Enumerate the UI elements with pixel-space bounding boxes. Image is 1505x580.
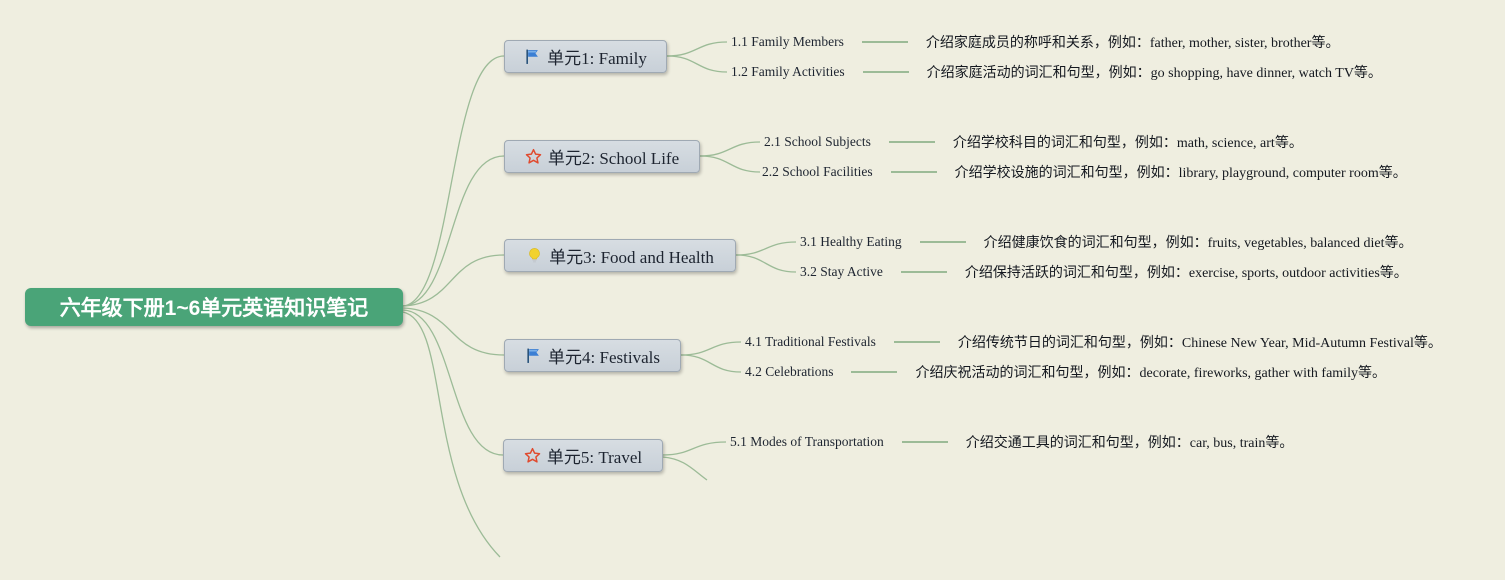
unit-title: 单元1: Family xyxy=(547,49,647,68)
child-topic-label[interactable]: 2.1 School Subjects xyxy=(764,134,871,149)
child-topic: 1.1 Family Members 介绍家庭成员的称呼和关系，例如：fathe… xyxy=(731,32,1339,52)
unit-title: 单元2: School Life xyxy=(547,149,680,168)
child-desc[interactable]: 介绍学校科目的词汇和句型，例如：math, science, art等。 xyxy=(952,136,1303,151)
flag-icon xyxy=(524,48,541,65)
unit-title: 单元3: Food and Health xyxy=(549,248,714,267)
connector-dash xyxy=(888,141,935,143)
child-topic-label[interactable]: 2.2 School Facilities xyxy=(762,164,873,179)
unit-node-3[interactable]: 单元3: Food and Health xyxy=(504,239,736,272)
unit-title: 单元4: Festivals xyxy=(548,348,660,367)
connector-root-unit1 xyxy=(402,55,505,307)
connector-dash xyxy=(861,41,908,43)
child-topic-label[interactable]: 3.2 Stay Active xyxy=(800,264,883,279)
lightbulb-icon xyxy=(526,247,543,264)
connector-root-unit5 xyxy=(402,309,504,456)
child-topic-label[interactable]: 5.1 Modes of Transportation xyxy=(730,434,884,449)
unit-node-2[interactable]: 单元2: School Life xyxy=(504,140,700,173)
unit-node-5[interactable]: 单元5: Travel xyxy=(503,439,663,472)
root-node[interactable]: 六年级下册1~6单元英语知识笔记 xyxy=(25,288,403,326)
child-topic-label[interactable]: 1.1 Family Members xyxy=(731,34,844,49)
child-desc[interactable]: 介绍交通工具的词汇和句型，例如：car, bus, train等。 xyxy=(965,436,1294,451)
connector-dash xyxy=(893,341,940,343)
unit-node-1[interactable]: 单元1: Family xyxy=(504,40,667,73)
connector-dash xyxy=(900,271,947,273)
child-topic-label[interactable]: 3.1 Healthy Eating xyxy=(800,234,902,249)
child-topic: 4.2 Celebrations 介绍庆祝活动的词汇和句型，例如：decorat… xyxy=(745,362,1386,382)
connector-dash xyxy=(919,241,966,243)
connector-root-unit2 xyxy=(402,155,505,307)
child-desc[interactable]: 介绍庆祝活动的词汇和句型，例如：decorate, fireworks, gat… xyxy=(915,366,1386,381)
child-topic: 5.1 Modes of Transportation 介绍交通工具的词汇和句型… xyxy=(730,432,1293,452)
root-node-label: 六年级下册1~6单元英语知识笔记 xyxy=(59,297,369,320)
child-topic: 4.1 Traditional Festivals 介绍传统节日的词汇和句型，例… xyxy=(745,332,1442,352)
child-topic: 2.2 School Facilities 介绍学校设施的词汇和句型，例如：li… xyxy=(762,162,1407,182)
connector-dash xyxy=(862,71,909,73)
child-desc[interactable]: 介绍传统节日的词汇和句型，例如：Chinese New Year, Mid-Au… xyxy=(957,336,1442,351)
child-topic: 2.1 School Subjects 介绍学校科目的词汇和句型，例如：math… xyxy=(764,132,1303,152)
child-topic: 1.2 Family Activities 介绍家庭活动的词汇和句型，例如：go… xyxy=(731,62,1382,82)
child-topic-label[interactable]: 4.1 Traditional Festivals xyxy=(745,334,876,349)
child-desc[interactable]: 介绍保持活跃的词汇和句型，例如：exercise, sports, outdoo… xyxy=(964,266,1408,281)
connector-root-unit3 xyxy=(402,254,505,307)
child-topic-label[interactable]: 4.2 Celebrations xyxy=(745,364,834,379)
unit-title: 单元5: Travel xyxy=(546,448,643,467)
connector-dash xyxy=(851,371,898,373)
child-desc[interactable]: 介绍健康饮食的词汇和句型，例如：fruits, vegetables, bala… xyxy=(983,236,1413,251)
child-desc[interactable]: 介绍学校设施的词汇和句型，例如：library, playground, com… xyxy=(954,166,1407,181)
child-topic-label[interactable]: 1.2 Family Activities xyxy=(731,64,845,79)
connector-dash xyxy=(890,171,937,173)
flag-icon xyxy=(525,347,542,364)
star-icon xyxy=(525,148,542,165)
child-topic: 3.2 Stay Active 介绍保持活跃的词汇和句型，例如：exercise… xyxy=(800,262,1408,282)
connector-root-unit4 xyxy=(402,307,505,356)
connector-dash xyxy=(901,441,948,443)
child-desc[interactable]: 介绍家庭成员的称呼和关系，例如：father, mother, sister, … xyxy=(925,36,1340,51)
child-topic: 3.1 Healthy Eating 介绍健康饮食的词汇和句型，例如：fruit… xyxy=(800,232,1412,252)
star-icon xyxy=(524,447,541,464)
child-desc[interactable]: 介绍家庭活动的词汇和句型，例如：go shopping, have dinner… xyxy=(926,66,1382,81)
unit-node-4[interactable]: 单元4: Festivals xyxy=(504,339,681,372)
connector-root-unit6-offscreen xyxy=(402,311,501,558)
